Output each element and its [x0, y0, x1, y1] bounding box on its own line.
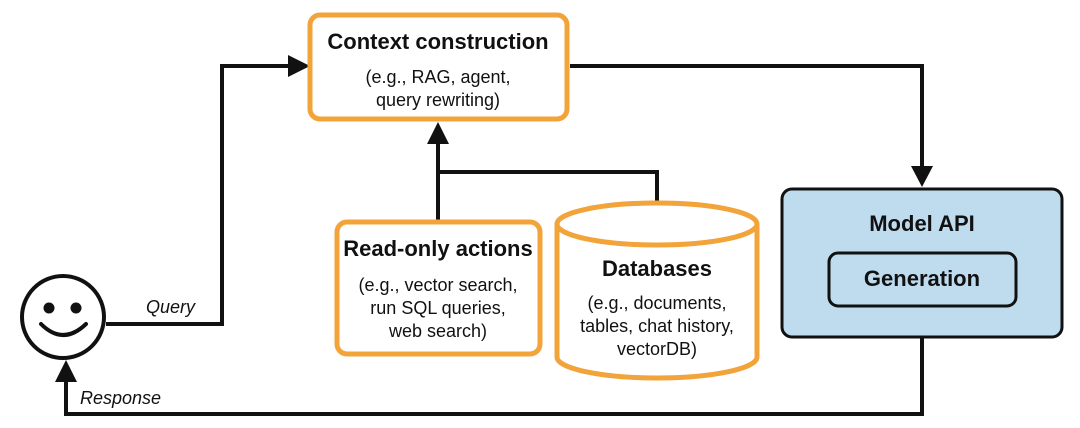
connectors	[55, 55, 933, 416]
generation-label: Generation	[864, 266, 980, 291]
databases-cylinder: Databases (e.g., documents, tables, chat…	[554, 200, 760, 381]
model-api-box: Model API Generation	[780, 187, 1064, 339]
context-to-model-connector	[570, 64, 924, 168]
context-construction-box: Context construction (e.g., RAG, agent, …	[307, 12, 570, 122]
context-arrowhead	[427, 122, 449, 144]
read-only-actions-box: Read-only actions (e.g., vector search, …	[334, 219, 543, 357]
databases-title: Databases	[602, 256, 712, 281]
actions-desc-line1: (e.g., vector search,	[358, 275, 517, 295]
response-label: Response	[80, 388, 161, 408]
model-arrowhead	[911, 166, 933, 187]
smiley-face-icon	[20, 274, 106, 360]
query-connector	[106, 64, 290, 326]
actions-title: Read-only actions	[343, 236, 532, 261]
context-desc-line2: query rewriting)	[376, 90, 500, 110]
query-arrowhead	[288, 55, 310, 77]
actions-desc-line3: web search)	[388, 321, 487, 341]
sources-merge-connector	[436, 170, 659, 220]
databases-desc-line1: (e.g., documents,	[587, 293, 726, 313]
model-title: Model API	[869, 211, 975, 236]
actions-desc-line2: run SQL queries,	[370, 298, 505, 318]
query-label: Query	[146, 297, 196, 317]
context-title: Context construction	[327, 29, 548, 54]
databases-desc-line2: tables, chat history,	[580, 316, 734, 336]
generation-box: Generation	[827, 251, 1018, 308]
response-arrowhead	[55, 360, 77, 382]
databases-desc-line3: vectorDB)	[617, 339, 697, 359]
context-desc-line1: (e.g., RAG, agent,	[365, 67, 510, 87]
response-connector	[64, 338, 924, 416]
